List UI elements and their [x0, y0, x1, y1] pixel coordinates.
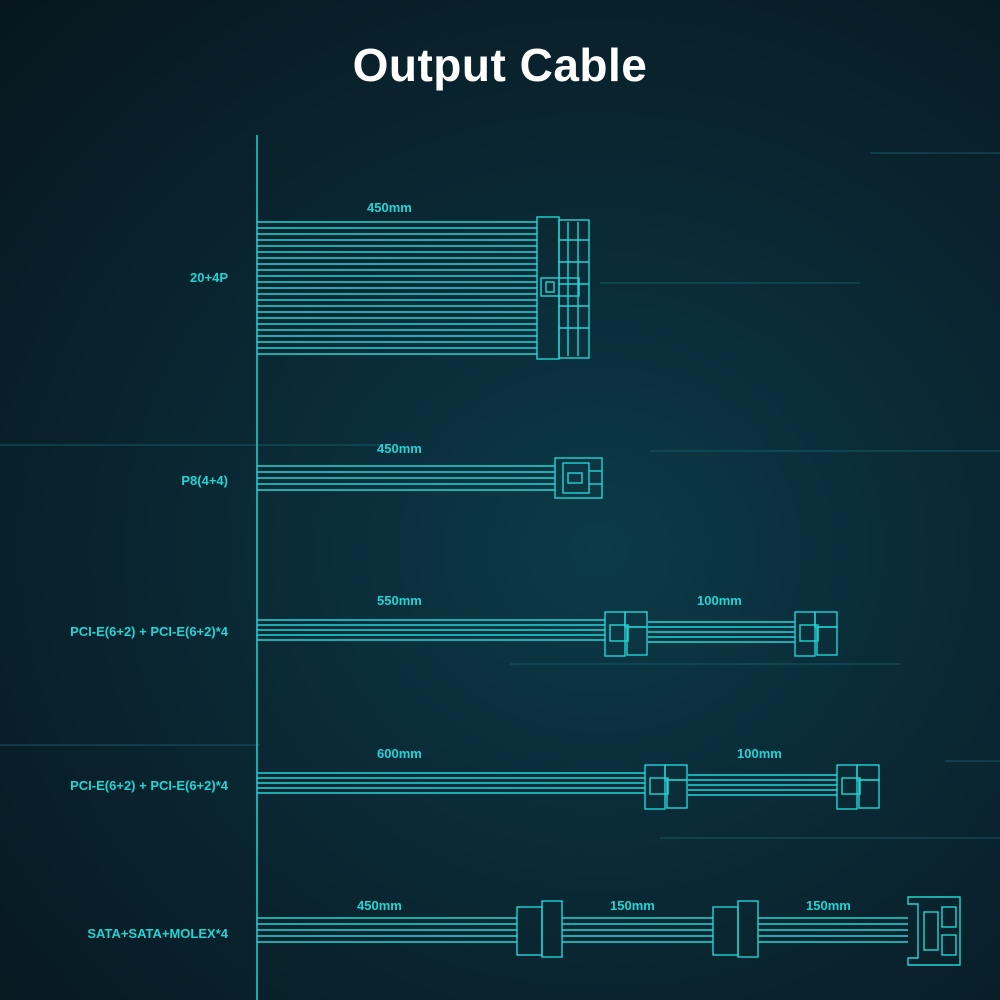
cable-label-pcie-2: PCI-E(6+2) + PCI-E(6+2)*4	[70, 778, 228, 793]
connector-24pin	[536, 216, 590, 360]
connector-pcie	[794, 611, 838, 657]
wire-bundle	[257, 917, 908, 943]
wire-bundle	[257, 772, 837, 796]
length-label: 550mm	[377, 593, 422, 608]
cable-label-24pin: 20+4P	[190, 270, 228, 285]
wire-bundle	[257, 221, 537, 355]
wire-bundle	[257, 465, 555, 491]
page-title: Output Cable	[352, 39, 648, 91]
cable-sata-molex	[257, 896, 961, 966]
length-label: 450mm	[377, 441, 422, 456]
connector-sata	[516, 900, 563, 958]
length-label: 150mm	[610, 898, 655, 913]
cable-label-p8: P8(4+4)	[181, 473, 228, 488]
wire-bundle	[257, 619, 795, 643]
length-label: 600mm	[377, 746, 422, 761]
length-label: 450mm	[367, 200, 412, 215]
length-label: 450mm	[357, 898, 402, 913]
cable-pcie-1	[257, 611, 838, 657]
length-label: 150mm	[806, 898, 851, 913]
cable-24pin	[257, 216, 590, 360]
background-lines	[0, 152, 1000, 839]
connector-8pin	[554, 457, 603, 499]
connector-sata	[712, 900, 759, 958]
length-label: 100mm	[737, 746, 782, 761]
cable-p8	[257, 457, 603, 499]
cable-label-pcie-1: PCI-E(6+2) + PCI-E(6+2)*4	[70, 624, 228, 639]
cable-pcie-2	[257, 764, 880, 810]
connector-pcie	[644, 764, 688, 810]
cable-label-sata-molex: SATA+SATA+MOLEX*4	[87, 926, 228, 941]
length-label: 100mm	[697, 593, 742, 608]
connector-pcie	[836, 764, 880, 810]
connector-pcie	[604, 611, 648, 657]
connector-molex	[907, 896, 961, 966]
